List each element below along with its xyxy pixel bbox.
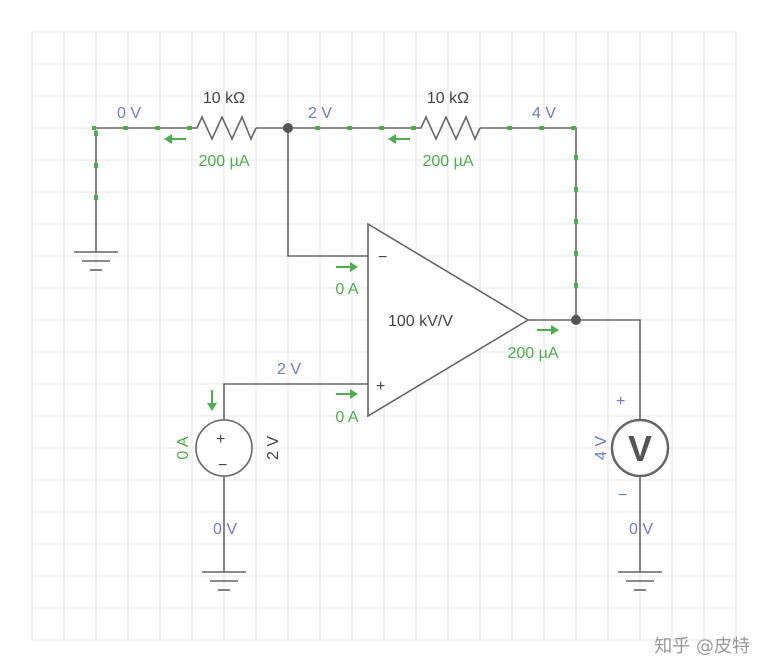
voltage-source — [195, 419, 253, 477]
node-voltage-source-bottom: 0 V — [213, 521, 237, 538]
opamp-gain-label: 100 kV/V — [388, 313, 453, 330]
arrow-r2-current — [388, 134, 410, 144]
current-flow — [92, 126, 578, 320]
voltmeter-plus-symbol: + — [616, 393, 625, 410]
arrow-output-current — [537, 325, 559, 335]
opamp-minus-symbol: − — [378, 249, 387, 266]
source-current-label: 0 A — [175, 436, 192, 459]
ground-symbol-left — [74, 251, 118, 271]
ground-symbol-meter — [618, 571, 662, 591]
node-voltage-noninverting: 2 V — [277, 361, 301, 378]
node-voltage-left: 0 V — [117, 105, 141, 122]
node-voltage-meter-bottom: 0 V — [629, 521, 653, 538]
opamp-plus-symbol: + — [376, 378, 385, 395]
opamp-triangle — [367, 222, 530, 418]
resistor-r2 — [416, 114, 481, 142]
arrow-noninverting-current — [336, 389, 358, 399]
voltmeter-minus-symbol: − — [618, 487, 627, 504]
r2-current-label: 200 µA — [422, 153, 473, 170]
source-plus-symbol: + — [216, 431, 225, 448]
resistor-r1 — [192, 114, 257, 142]
node-voltage-output: 4 V — [532, 105, 556, 122]
node-voltage-inverting: 2 V — [308, 105, 332, 122]
wire-node-to-inverting — [287, 128, 368, 257]
wire-output — [528, 319, 641, 420]
arrow-source-current — [207, 390, 217, 411]
junction-inverting-node — [283, 123, 293, 133]
voltmeter — [610, 418, 670, 478]
noninverting-current-label: 0 A — [335, 409, 358, 426]
flow-top-right — [480, 126, 578, 320]
output-current-label: 200 µA — [507, 345, 558, 362]
source-minus-symbol: − — [218, 457, 227, 474]
watermark: 知乎 @皮特 — [654, 636, 750, 657]
voltmeter-symbol: V — [628, 428, 652, 469]
r2-value-label: 10 kΩ — [427, 90, 469, 107]
current-arrows — [164, 134, 559, 411]
source-value-label: 2 V — [265, 436, 282, 460]
inverting-current-label: 0 A — [335, 281, 358, 298]
ground-symbol-source — [202, 571, 246, 591]
arrow-inverting-current — [336, 262, 358, 272]
junction-output-node — [571, 315, 581, 325]
r1-value-label: 10 kΩ — [203, 90, 245, 107]
voltmeter-reading: 4 V — [593, 436, 610, 460]
wire-source-to-noninverting — [223, 383, 368, 420]
r1-current-label: 200 µA — [198, 153, 249, 170]
arrow-r1-current — [164, 134, 186, 144]
